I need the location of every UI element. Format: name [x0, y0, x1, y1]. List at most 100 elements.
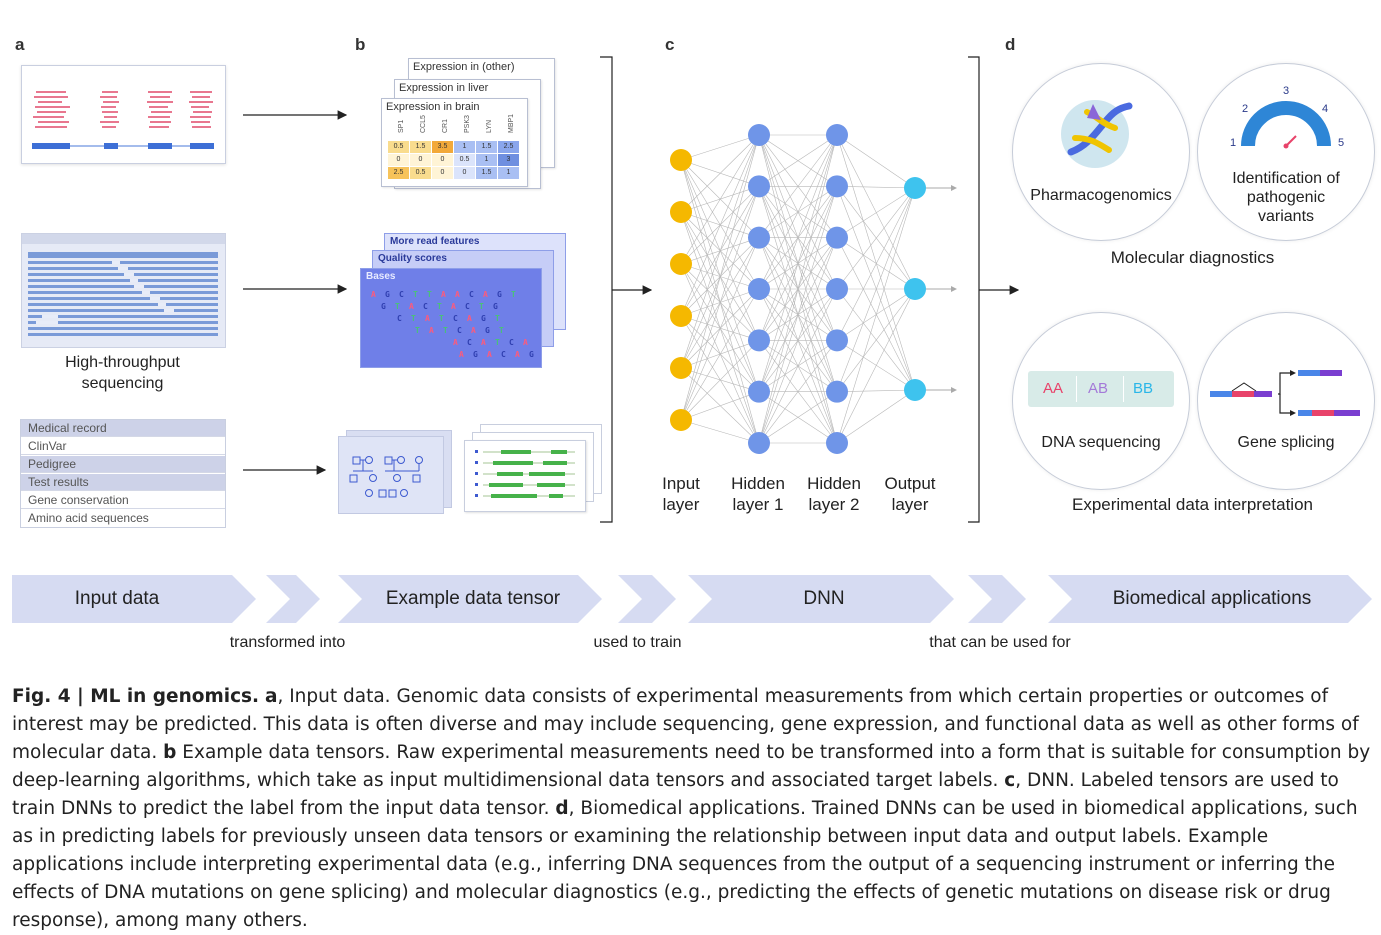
list-item: Pedigree: [21, 456, 225, 473]
svg-text:T: T: [511, 290, 516, 299]
network-edge: [680, 211, 760, 290]
pharmacogenomics-label: Pharmacogenomics: [1030, 187, 1172, 204]
svg-text:G: G: [381, 302, 386, 311]
list-item: Test results: [21, 474, 225, 491]
svg-text:G: G: [481, 314, 486, 323]
list-item: ClinVar: [21, 438, 225, 455]
svg-text:C: C: [509, 338, 514, 347]
svg-text:T: T: [499, 326, 504, 335]
input-node: [670, 305, 692, 327]
svg-text:A: A: [483, 290, 488, 299]
hidden-node: [826, 175, 848, 198]
svg-text:T: T: [443, 326, 448, 335]
arrows-a-to-b: [243, 110, 348, 475]
network-edge: [836, 187, 916, 444]
matrix-cell: 1: [498, 167, 519, 179]
gauge-tick: 4: [1322, 103, 1328, 115]
input-node: [670, 357, 692, 379]
hidden-node: [826, 380, 848, 403]
hidden-node: [826, 278, 848, 300]
matrix-cell: 0.5: [410, 167, 431, 179]
gene-splicing-circle: Gene splicing: [1197, 312, 1375, 490]
list-item: Amino acid sequences: [28, 511, 149, 525]
svg-text:C: C: [465, 302, 470, 311]
sheet-title: Quality scores: [378, 253, 447, 264]
network-edge: [836, 187, 916, 392]
network-edge: [836, 134, 916, 290]
caption-text-d: , Biomedical applications. Trained DNNs …: [12, 798, 1358, 931]
svg-text:T: T: [415, 326, 420, 335]
matrix-cell: 1.5: [410, 141, 431, 153]
hidden-layer-2-label: Hidden layer 2: [807, 474, 861, 514]
caption-letter-c: c: [1004, 770, 1016, 791]
dna-sequencing-label: DNA sequencing: [1041, 434, 1161, 451]
panel-letter-c: c: [665, 35, 675, 54]
read-alignment-graphic: [32, 91, 214, 149]
network-edge: [758, 134, 838, 341]
network-edge: [758, 134, 838, 290]
sheet-title: Expression in (other): [413, 61, 515, 73]
svg-text:A: A: [409, 302, 414, 311]
panel-letter-a: a: [15, 35, 25, 54]
caption-letter-a: a: [264, 686, 278, 707]
sheet-title: Bases: [366, 271, 396, 282]
gene-header: PSK3: [464, 115, 471, 133]
hidden-node: [826, 432, 848, 454]
input-node: [670, 201, 692, 223]
matrix-cell: 0.5: [454, 154, 475, 166]
matrix-cell: 0: [454, 167, 475, 179]
sequencing-reads-graphic: [22, 234, 225, 336]
svg-text:C: C: [397, 314, 402, 323]
sheet-title: More read features: [390, 236, 480, 247]
banner-chevron: [968, 575, 1026, 623]
network-edge: [680, 237, 760, 421]
gene-header: SP1: [398, 119, 405, 133]
gene-splicing-label: Gene splicing: [1237, 434, 1335, 451]
svg-text:A: A: [425, 314, 430, 323]
svg-text:T: T: [437, 302, 442, 311]
banner-step-shape: [1048, 575, 1372, 623]
read-alignment-thumbnail: [21, 65, 226, 164]
gauge-tick: 1: [1230, 137, 1236, 149]
bracket-c: [968, 56, 1020, 523]
network-edge: [758, 391, 838, 444]
svg-text:G: G: [493, 302, 498, 311]
svg-text:A: A: [515, 350, 520, 359]
network-edge: [680, 134, 760, 421]
hidden-node: [748, 278, 770, 300]
svg-text:C: C: [399, 290, 404, 299]
banner-step-shape: [688, 575, 954, 623]
input-layer-label: Input layer: [662, 474, 700, 514]
svg-text:A: A: [467, 314, 472, 323]
svg-text:A: A: [371, 290, 376, 299]
svg-text:C: C: [423, 302, 428, 311]
banner-step-shape: [338, 575, 602, 623]
output-arrowhead: [951, 286, 957, 292]
network-edge: [836, 187, 916, 238]
caption-letter-b: b: [163, 742, 177, 763]
svg-text:C: C: [501, 350, 506, 359]
svg-text:C: C: [467, 338, 472, 347]
network-edge: [680, 186, 760, 421]
genotype-aa: AA: [1043, 380, 1064, 397]
input-node: [670, 149, 692, 171]
svg-text:T: T: [427, 290, 432, 299]
output-node: [904, 278, 926, 300]
gauge-tick: 3: [1283, 85, 1289, 97]
network-edge: [836, 186, 916, 189]
hidden-node: [748, 124, 770, 146]
step-example-tensor: Example data tensor: [385, 588, 561, 609]
pathogenic-variants-circle: 1 2 3 4 5 Identification of pathogenic v…: [1197, 63, 1375, 241]
network-edge: [680, 134, 760, 213]
banner-chevron: [618, 575, 676, 623]
conservation-sheet: [464, 440, 586, 512]
conservation-graphic: [475, 450, 575, 498]
connector-can-be-used-for: that can be used for: [929, 634, 1071, 651]
network-edge: [680, 288, 760, 421]
network-edge: [836, 186, 916, 290]
network-edge: [680, 263, 760, 392]
svg-text:A: A: [429, 326, 434, 335]
list-item: Medical record: [21, 420, 225, 437]
svg-text:C: C: [457, 326, 462, 335]
